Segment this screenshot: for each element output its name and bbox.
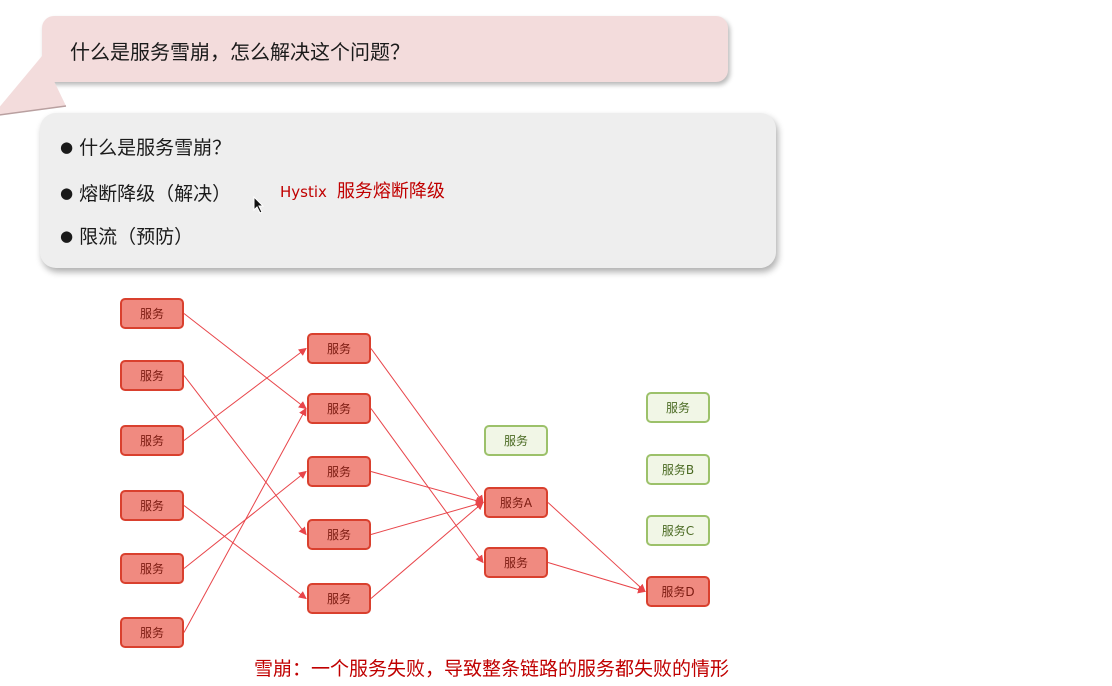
note-english: Hystix bbox=[280, 183, 327, 201]
service-node-c0: 服务 bbox=[484, 425, 548, 456]
dependency-arrow-a4-b5 bbox=[183, 505, 307, 600]
bullet-item: ● 限流（预防） bbox=[60, 222, 193, 249]
service-node-a6: 服务 bbox=[120, 617, 184, 648]
note-chinese: 服务熔断降级 bbox=[336, 181, 445, 202]
service-node-b1: 服务 bbox=[307, 333, 371, 364]
question-title: 什么是服务雪崩，怎么解决这个问题？ bbox=[70, 40, 410, 64]
dependency-arrow-a1-b2 bbox=[183, 313, 307, 410]
speech-tail bbox=[0, 56, 67, 116]
mouse-pointer-icon bbox=[253, 196, 265, 214]
service-node-cA: 服务A bbox=[484, 487, 548, 518]
service-node-b2: 服务 bbox=[307, 393, 371, 424]
dependency-arrow-b3-cA bbox=[370, 471, 484, 505]
service-node-b4: 服务 bbox=[307, 519, 371, 550]
dependency-arrow-c2-dD bbox=[547, 562, 646, 594]
service-node-a4: 服务 bbox=[120, 490, 184, 521]
service-node-a3: 服务 bbox=[120, 425, 184, 456]
dependency-arrow-cA-dD bbox=[547, 502, 646, 593]
service-node-dD: 服务D bbox=[646, 576, 710, 607]
service-node-b3: 服务 bbox=[307, 456, 371, 487]
dependency-arrow-a6-b2 bbox=[183, 407, 307, 633]
service-node-dB: 服务B bbox=[646, 454, 710, 485]
dependency-arrow-b4-cA bbox=[370, 500, 484, 535]
bullet-text: 什么是服务雪崩？ bbox=[79, 137, 232, 159]
bullet-text: 限流（预防） bbox=[79, 226, 194, 248]
dependency-arrow-b2-c2 bbox=[370, 408, 484, 564]
service-node-dC: 服务C bbox=[646, 515, 710, 546]
bullet-text: 熔断降级（解决） bbox=[79, 183, 232, 205]
dependency-arrow-b1-cA bbox=[370, 348, 484, 504]
bullet-item: ● 熔断降级（解决） bbox=[60, 179, 231, 206]
service-node-c2: 服务 bbox=[484, 547, 548, 578]
service-node-a1: 服务 bbox=[120, 298, 184, 329]
avalanche-caption: 雪崩：一个服务失败，导致整条链路的服务都失败的情形 bbox=[254, 658, 730, 680]
outline-card: ● 什么是服务雪崩？ ● 熔断降级（解决） ● 限流（预防） Hystix 服务熔断降级 bbox=[40, 113, 776, 268]
bullet-dot-icon: ● bbox=[60, 227, 74, 245]
question-bubble: 什么是服务雪崩，怎么解决这个问题？ bbox=[0, 16, 728, 116]
bullet-dot-icon: ● bbox=[60, 138, 74, 156]
dependency-arrow-b5-cA bbox=[370, 501, 484, 599]
hystrix-note: Hystix 服务熔断降级 bbox=[280, 177, 445, 203]
dependency-arrow-a2-b4 bbox=[183, 375, 307, 536]
service-node-a5: 服务 bbox=[120, 553, 184, 584]
dependency-arrow-a3-b1 bbox=[183, 347, 307, 441]
bullet-item: ● 什么是服务雪崩？ bbox=[60, 133, 231, 160]
service-node-a2: 服务 bbox=[120, 360, 184, 391]
bullet-dot-icon: ● bbox=[60, 184, 74, 202]
service-node-d0: 服务 bbox=[646, 392, 710, 423]
service-node-b5: 服务 bbox=[307, 583, 371, 614]
